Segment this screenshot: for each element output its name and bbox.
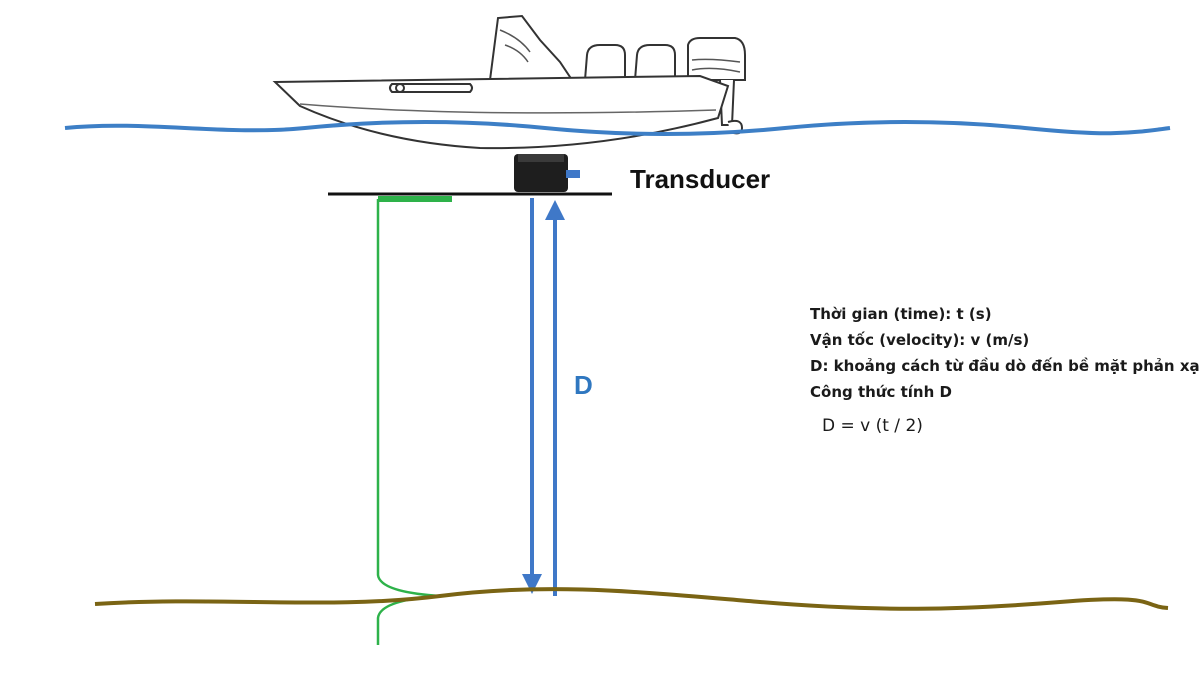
water-surface (64, 120, 1171, 136)
info-distance-definition: D: khoảng cách từ đầu dò đến bề mặt phản… (810, 357, 1200, 375)
info-formula-title: Công thức tính D (810, 383, 952, 401)
info-time: Thời gian (time): t (s) (810, 305, 992, 323)
transducer-label: Transducer (630, 164, 771, 194)
echo-trace (376, 196, 452, 645)
transducer-icon (514, 154, 580, 192)
distance-label: D (574, 370, 593, 400)
boat-icon (272, 14, 746, 150)
info-velocity: Vận tốc (velocity): v (m/s) (810, 331, 1030, 349)
seabed-surface (94, 587, 1169, 611)
formula: D = v (t / 2) (822, 416, 923, 436)
